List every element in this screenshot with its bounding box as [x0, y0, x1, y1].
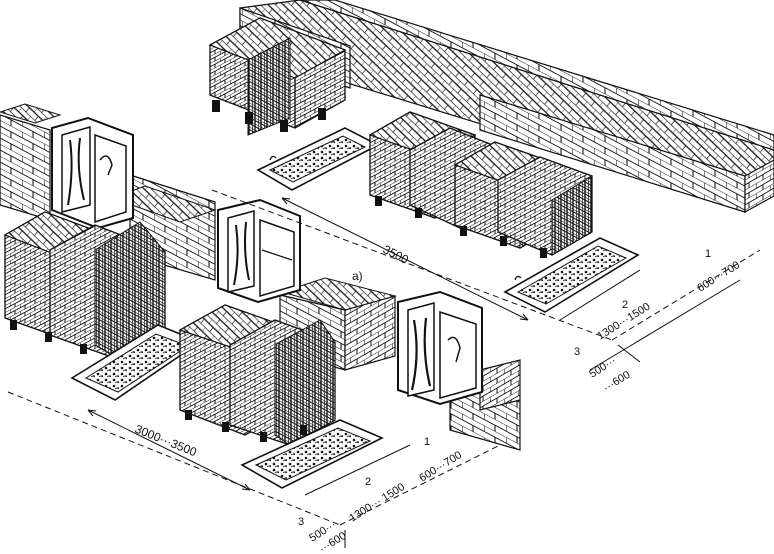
upper-mortar-box-1 [256, 127, 380, 191]
upper-brick-stack-back [208, 17, 347, 136]
upper-zone-3-number: 3 [574, 346, 580, 358]
upper-zone-1-width: 600···700 [695, 259, 742, 294]
lower-long-wall [0, 103, 521, 451]
upper-zone-2-number: 2 [622, 299, 628, 311]
lower-middle-brick-stacks [178, 304, 336, 446]
lower-mortar-box-2 [240, 419, 384, 489]
lower-zone-1-number: 1 [424, 436, 430, 448]
lower-zone-2-width: 1300··· 1500 [347, 481, 407, 525]
lower-length-label: 3000···3500 [133, 422, 199, 460]
lower-dimensions [7, 391, 501, 548]
upper-zone-1-number: 1 [705, 248, 711, 260]
lower-zone-3-number: 3 [298, 516, 304, 528]
upper-dimensions [211, 189, 761, 371]
door-frames [51, 116, 483, 406]
upper-long-wall [239, 0, 774, 214]
upper-length-label: 3500 [381, 242, 411, 267]
subfigure-label: a) [352, 269, 363, 283]
upper-mortar-box-2 [503, 237, 640, 313]
lower-left-brick-stacks [3, 211, 166, 361]
upper-brick-stacks [368, 111, 593, 258]
lower-zone-2-number: 2 [365, 476, 371, 488]
